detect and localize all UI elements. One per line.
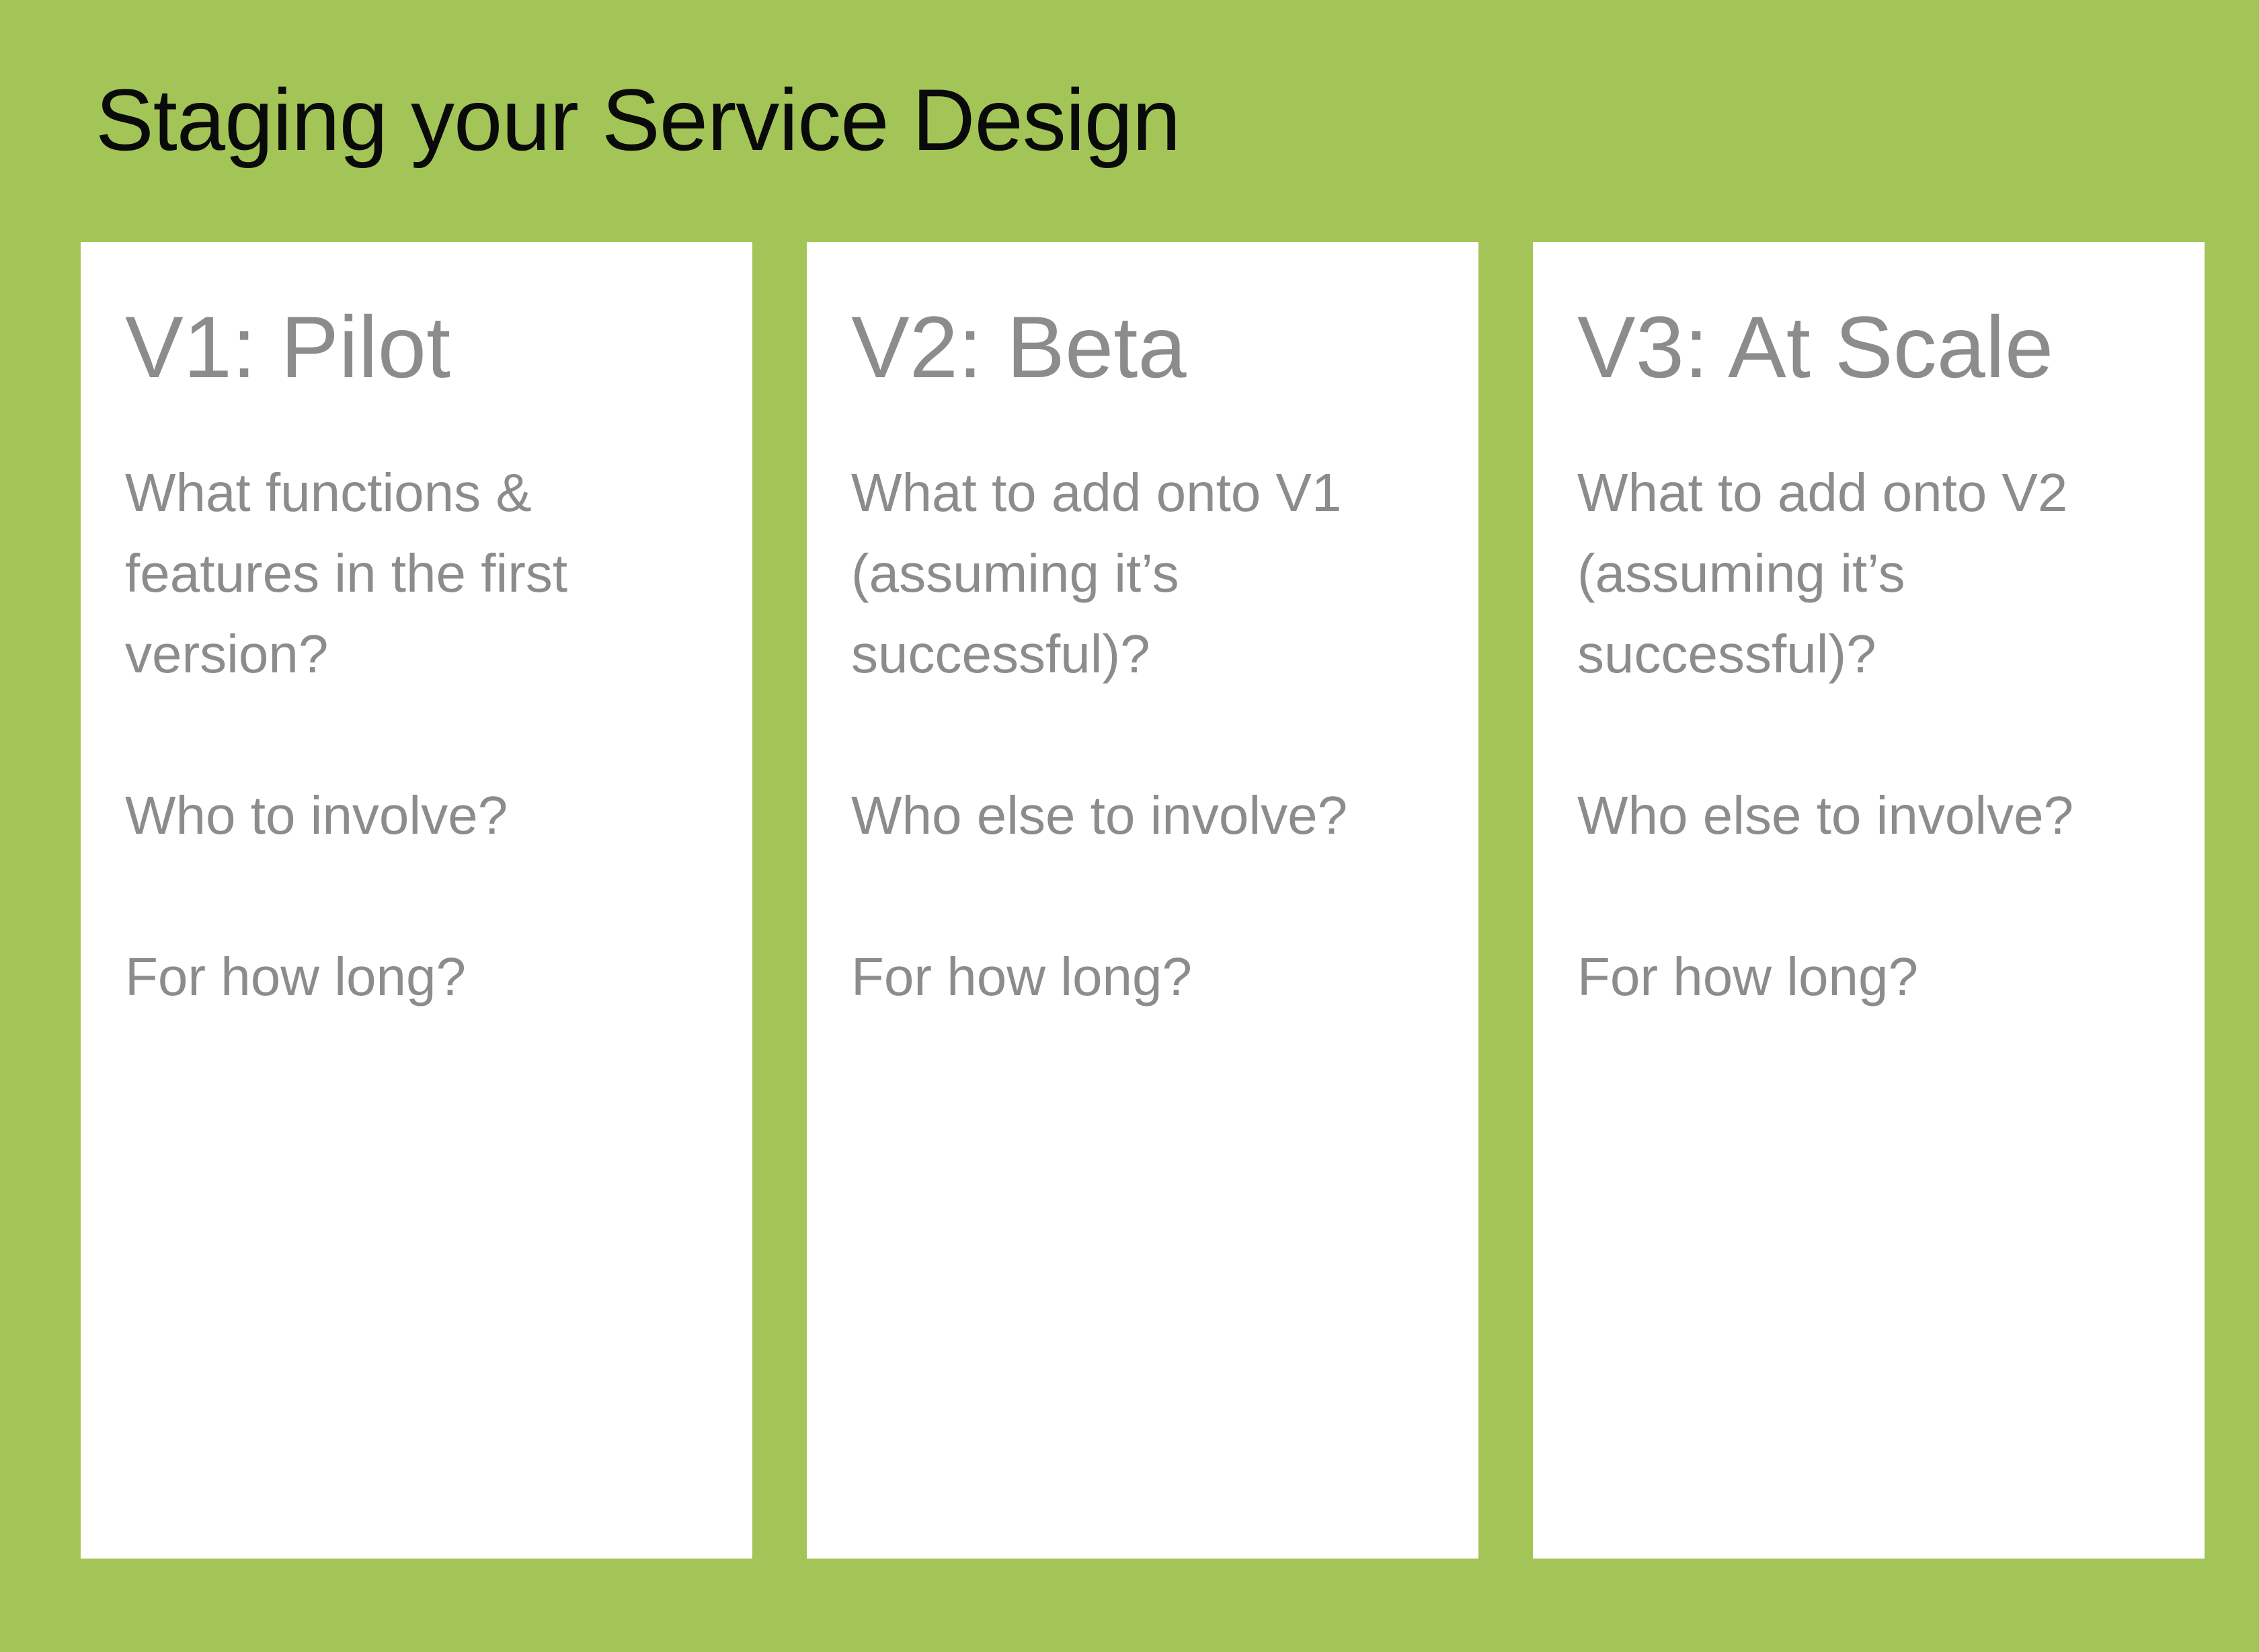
stage-question-who: Who to involve? — [125, 785, 508, 845]
stage-question-who: Who else to involve? — [851, 785, 1348, 845]
stage-question-what: What functions & features in the first v… — [125, 463, 568, 684]
stage-title: V2: Beta — [851, 298, 1187, 396]
stage-title: V3: At Scale — [1577, 298, 2054, 396]
stage-card-v3-at-scale: V3: At Scale What to add onto V2 (assumi… — [1533, 242, 2205, 1559]
stage-question-what: What to add onto V2 (assuming it’s succe… — [1577, 463, 2068, 684]
stage-card-v2-beta: V2: Beta What to add onto V1 (assuming i… — [807, 242, 1478, 1559]
stage-question-what: What to add onto V1 (assuming it’s succe… — [851, 463, 1342, 684]
stage-title: V1: Pilot — [125, 298, 451, 396]
page-title: Staging your Service Design — [95, 71, 1181, 169]
stage-question-how-long: For how long? — [851, 947, 1192, 1007]
stage-question-how-long: For how long? — [1577, 947, 1918, 1007]
stage-question-who: Who else to involve? — [1577, 785, 2074, 845]
stage-card-v1-pilot: V1: Pilot What functions & features in t… — [81, 242, 752, 1559]
stage-question-how-long: For how long? — [125, 947, 466, 1007]
